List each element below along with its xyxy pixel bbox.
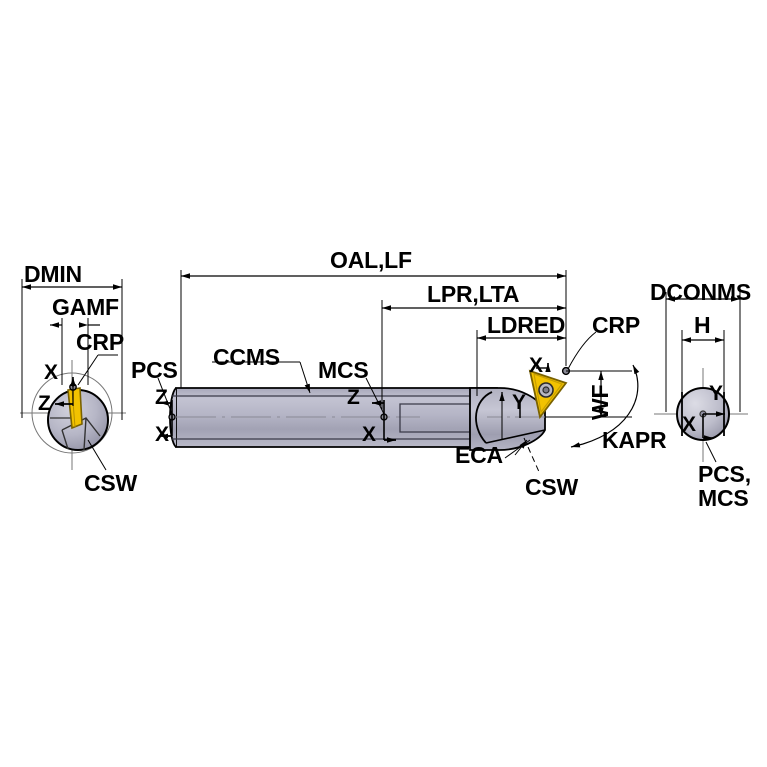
cutting-head-body xyxy=(469,387,546,451)
label-lpr-lta: LPR,LTA xyxy=(427,281,520,307)
insert-clamp-screw-socket xyxy=(542,386,550,394)
crp-leader-left-view xyxy=(77,354,99,386)
csw-leader-left-view xyxy=(87,439,107,471)
label-ccms: CCMS xyxy=(213,344,280,370)
pcs-leader xyxy=(157,377,173,415)
eca-flank-line xyxy=(485,429,546,444)
label-gamf: GAMF xyxy=(52,294,119,320)
side-view-group xyxy=(157,270,640,475)
label-h: H xyxy=(694,312,711,338)
pcs-mcs-leader xyxy=(705,441,717,463)
ccms-leader-arrow xyxy=(299,361,311,394)
label-axis-y-tip: Y xyxy=(512,391,526,414)
label-crp-left: CRP xyxy=(76,329,124,355)
eca-leader-arrow xyxy=(514,439,528,456)
label-axis-x-left-view: X xyxy=(44,361,58,384)
label-axis-x-mcs: X xyxy=(362,423,376,446)
label-csw-left: CSW xyxy=(84,470,138,496)
label-axis-z-mcs: Z xyxy=(347,386,360,409)
label-axis-y-right-view: Y xyxy=(709,382,723,405)
csw-leader-side-view xyxy=(523,437,541,475)
label-crp-side: CRP xyxy=(592,312,640,338)
insert-seat-detail xyxy=(61,417,101,451)
label-axis-z-left-view: Z xyxy=(38,392,51,415)
label-oal-lf: OAL,LF xyxy=(330,247,412,273)
crp-leader-side-view xyxy=(567,331,597,370)
kapr-angle-arc xyxy=(582,364,640,445)
label-axis-z-pcs: Z xyxy=(155,386,168,409)
label-pcs: PCS xyxy=(131,357,178,383)
insert-chamfer-outline xyxy=(533,373,563,414)
label-axis-x-tip: X xyxy=(529,354,543,377)
label-pcs-mcs: PCS, MCS xyxy=(698,461,751,512)
label-kapr: KAPR xyxy=(602,427,667,453)
label-dmin: DMIN xyxy=(24,261,82,287)
label-mcs: MCS xyxy=(318,357,369,383)
label-dconms: DCONMS xyxy=(650,279,752,305)
right-end-view-group xyxy=(654,292,748,463)
left-end-view-group xyxy=(20,279,126,471)
label-ldred: LDRED xyxy=(487,312,566,338)
label-eca: ECA xyxy=(455,442,503,468)
label-csw-side: CSW xyxy=(525,474,579,500)
label-axis-x-right-view: X xyxy=(682,413,696,436)
head-relief-arc xyxy=(475,391,493,444)
mcs-leader xyxy=(365,377,385,415)
label-wf: WF xyxy=(587,384,613,420)
label-axis-x-pcs: X xyxy=(155,423,169,446)
kapr-arc-tail xyxy=(570,442,584,448)
